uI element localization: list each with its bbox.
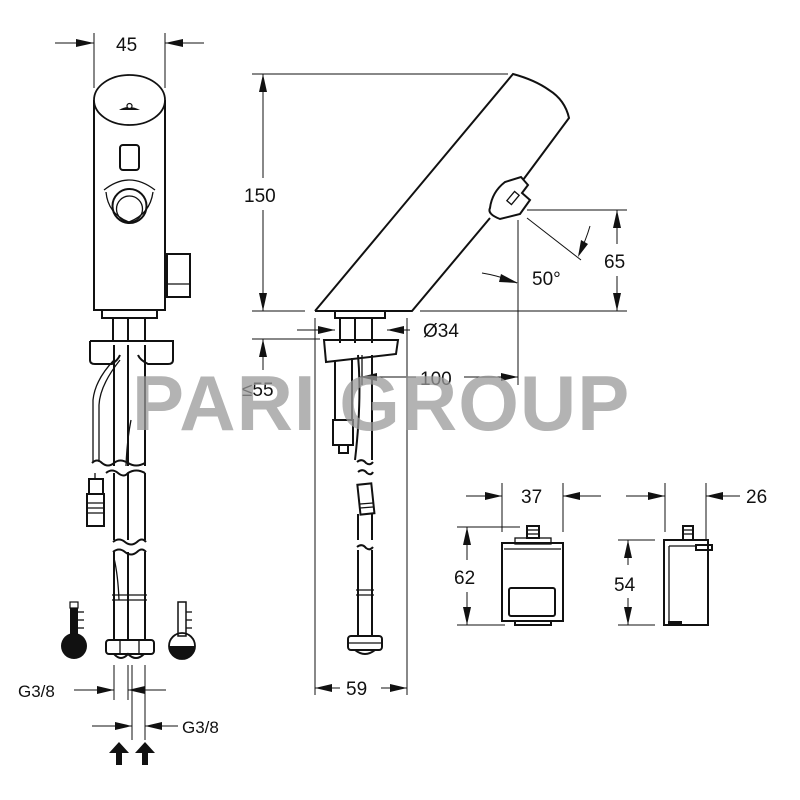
connection-dimensions: G3/8 G3/8: [18, 665, 219, 740]
height-label: 150: [244, 186, 276, 207]
projection-label: 100: [420, 369, 452, 390]
connection-right-label: G3/8: [182, 718, 219, 737]
control-box-front: 37 62: [454, 483, 601, 626]
front-width-dimension: 45: [55, 33, 204, 88]
projection-dimension: 100: [360, 369, 518, 390]
tap-body-front: [93, 74, 191, 319]
hoses-front: [86, 318, 174, 659]
deck-thickness-dimension: ≤55: [242, 338, 320, 401]
flow-arrows-icon: [109, 742, 155, 765]
box-side-height-label: 54: [614, 575, 636, 596]
connection-left-label: G3/8: [18, 682, 55, 701]
deck-thickness-label: ≤55: [242, 380, 274, 401]
box-side-depth-label: 26: [746, 487, 767, 508]
thermometer-cold-icon: [168, 601, 196, 660]
front-width-label: 45: [116, 35, 137, 56]
angle-label: 50°: [532, 269, 561, 290]
sensor-window: [119, 144, 140, 171]
temperature-knob: [103, 179, 156, 224]
box-front-width-label: 37: [521, 487, 542, 508]
diameter-label: Ø34: [423, 321, 459, 342]
front-view: 45: [18, 33, 219, 765]
base-width-label: 59: [346, 679, 367, 700]
sensor-height-dimension: 65: [420, 209, 627, 312]
diameter-dimension: Ø34: [297, 321, 459, 342]
mounting-side: [322, 318, 400, 655]
sensor-height-label: 65: [604, 252, 625, 273]
angle-dimension: 50°: [481, 217, 591, 385]
height-dimension: 150: [244, 73, 508, 312]
base-width-dimension: 59: [314, 318, 408, 700]
side-view: 150 65 50°: [242, 72, 627, 700]
tap-body-side: [314, 72, 571, 319]
thermometer-hot-icon: [61, 601, 87, 659]
control-box-side: 26 54: [614, 483, 767, 626]
watermark: PARI GROUP: [132, 359, 630, 447]
box-front-height-label: 62: [454, 568, 475, 589]
